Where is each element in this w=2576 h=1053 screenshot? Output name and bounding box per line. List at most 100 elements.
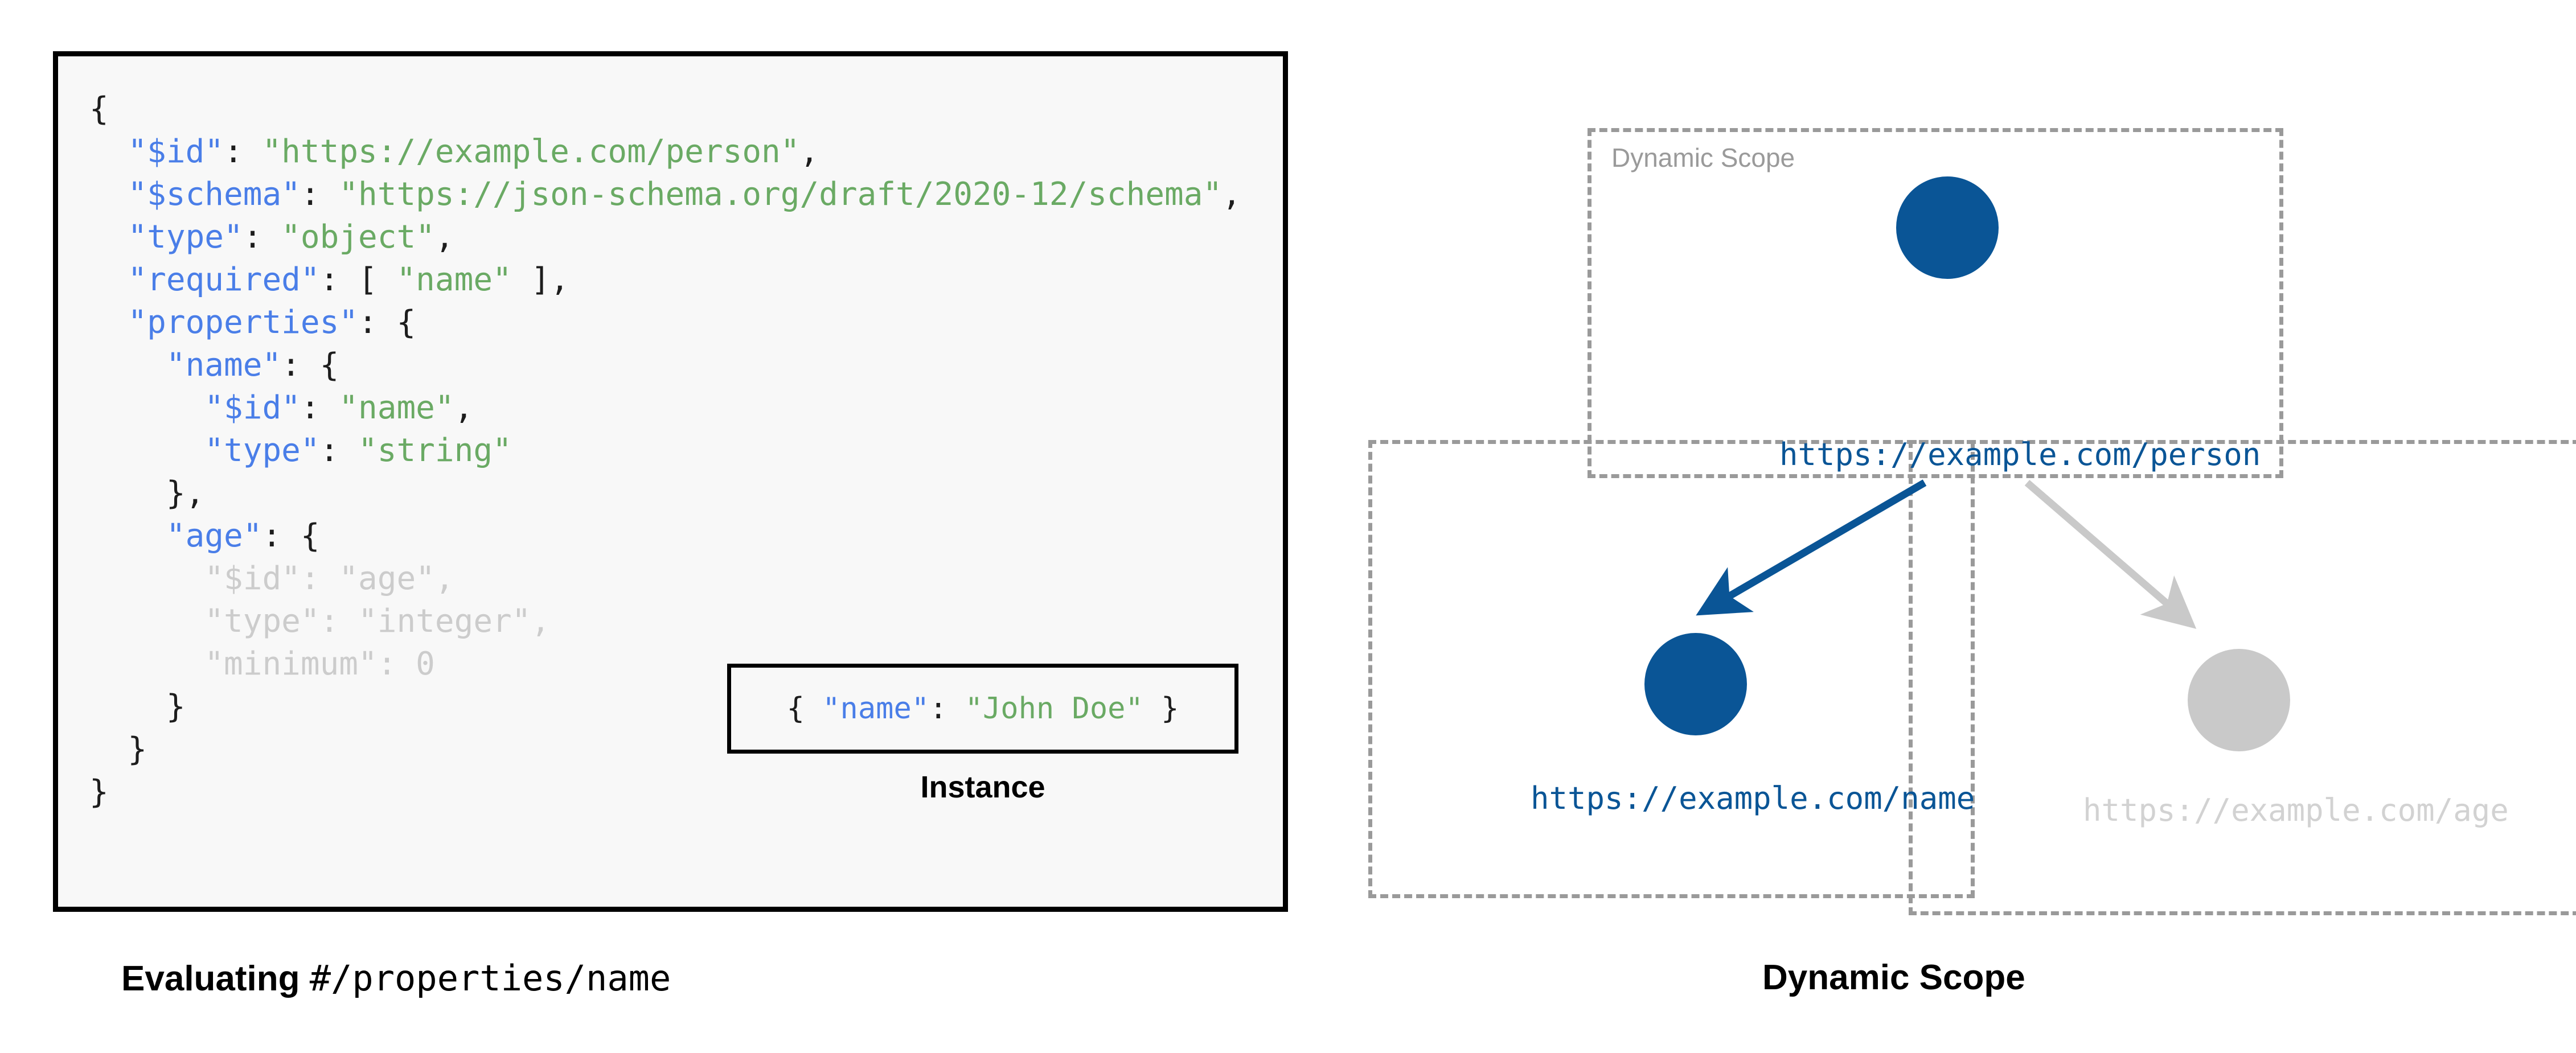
code-line: "properties": { [89, 301, 1241, 344]
right-caption: Dynamic Scope [1762, 958, 2025, 997]
code-line: "type": "string" [89, 429, 1241, 472]
code-token: "John Doe" [965, 692, 1143, 726]
node-label-age: https://example.com/age [2083, 792, 2509, 828]
arrow-person-to-age [2024, 480, 2197, 629]
scope-box-label: Dynamic Scope [1611, 143, 1795, 172]
node-circle-person [1896, 176, 1999, 279]
code-token: "https://json-schema.org/draft/2020-12/s… [339, 176, 1223, 213]
code-token: , [434, 219, 454, 256]
code-line: }, [89, 472, 1241, 515]
code-token: "object" [281, 219, 435, 256]
code-token: : [319, 432, 359, 469]
code-line: "type": "integer", [89, 600, 1241, 643]
code-line: "age": { [89, 515, 1241, 557]
code-token: { [786, 692, 823, 726]
code-token: { [89, 91, 109, 127]
code-token: "string" [358, 432, 512, 469]
code-token: "type" [204, 432, 320, 469]
code-token: , [799, 133, 819, 170]
code-token: "properties" [128, 304, 359, 341]
scope-box-age [1909, 440, 2576, 915]
left-caption-pointer: #/properties/name [309, 957, 671, 999]
code-token: } [89, 731, 147, 768]
scope-arrows [1696, 479, 2197, 629]
code-token [89, 219, 128, 256]
code-token: "minimum" [204, 645, 378, 682]
code-token: : [300, 560, 339, 597]
node-label-person: https://example.com/person [1779, 437, 2261, 472]
code-line: { [89, 88, 1241, 130]
code-token: , [434, 560, 454, 597]
code-token: : [224, 133, 262, 170]
code-line: "$schema": "https://json-schema.org/draf… [89, 173, 1241, 216]
code-token: }, [89, 475, 205, 512]
code-token: "https://example.com/person" [262, 133, 800, 170]
code-line: "name": { [89, 344, 1241, 386]
left-caption: Evaluating #/properties/name [121, 957, 671, 999]
scope-box-person [1588, 128, 2283, 478]
node-label-name: https://example.com/name [1531, 780, 1975, 816]
code-token [89, 304, 128, 341]
code-token: "$id" [128, 133, 224, 170]
code-token [89, 645, 204, 682]
code-token: } [1143, 692, 1179, 726]
code-token [89, 347, 166, 384]
code-token: : [ [319, 261, 397, 298]
code-token [89, 432, 204, 469]
code-token: "$id" [204, 389, 301, 426]
code-line: "required": [ "name" ], [89, 258, 1241, 301]
code-token [89, 261, 128, 298]
code-token: , [531, 603, 551, 640]
code-token: "name" [339, 389, 454, 426]
code-token: } [89, 688, 186, 725]
code-line: } [89, 728, 1241, 771]
code-token: 0 [416, 645, 435, 682]
code-token: } [89, 774, 109, 811]
code-token: "$schema" [128, 176, 301, 213]
code-token [89, 133, 128, 170]
code-token: , [454, 389, 474, 426]
code-token [89, 389, 204, 426]
code-token: : [929, 692, 965, 726]
code-line: } [89, 771, 1241, 813]
code-line: "type": "object", [89, 216, 1241, 258]
left-caption-bold: Evaluating [121, 959, 310, 998]
code-line: "$id": "name", [89, 386, 1241, 429]
code-token [89, 176, 128, 213]
instance-code: { "name": "John Doe" } [787, 692, 1179, 726]
code-token: : { [262, 517, 320, 554]
code-token: "name" [166, 347, 282, 384]
code-line: "$id": "age", [89, 557, 1241, 600]
code-token: "type" [204, 603, 320, 640]
code-token: "integer" [358, 603, 531, 640]
code-token: : [243, 219, 282, 256]
code-token: : [300, 176, 339, 213]
code-token: : { [281, 347, 339, 384]
code-token [89, 603, 204, 640]
code-token: , [1222, 176, 1241, 213]
code-token: "name" [396, 261, 512, 298]
code-token: "age" [339, 560, 435, 597]
node-circle-age [2188, 649, 2290, 751]
arrow-person-to-name [1696, 479, 1927, 616]
code-token: "name" [822, 692, 930, 726]
code-line: "minimum": 0 [89, 643, 1241, 685]
code-token: : [377, 645, 416, 682]
code-token: : { [358, 304, 416, 341]
schema-code-card: { "$id": "https://example.com/person", "… [53, 51, 1288, 912]
dynamic-scope-diagram: Dynamic Scope https://example.com/person… [1355, 91, 2576, 916]
code-token: "$id" [204, 560, 301, 597]
code-token [89, 560, 204, 597]
code-token: : [319, 603, 359, 640]
code-token: "age" [166, 517, 262, 554]
code-line: "$id": "https://example.com/person", [89, 130, 1241, 173]
code-token: ], [511, 261, 569, 298]
code-token [89, 517, 166, 554]
instance-label: Instance [920, 770, 1045, 804]
schema-code-block: { "$id": "https://example.com/person", "… [89, 88, 1241, 813]
instance-box: { "name": "John Doe" } [727, 664, 1238, 754]
scope-box-name [1368, 440, 1975, 898]
code-token: : [300, 389, 339, 426]
code-line: } [89, 685, 1241, 728]
